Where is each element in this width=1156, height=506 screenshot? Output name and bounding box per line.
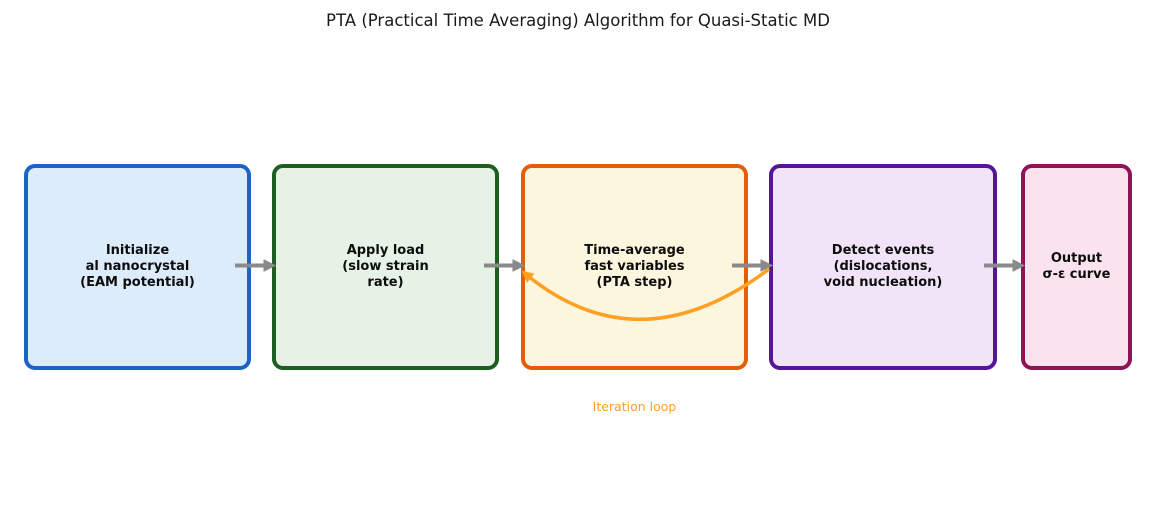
node-time-average: Time-average fast variables (PTA step) bbox=[521, 164, 748, 370]
node-output-label: Output σ-ε curve bbox=[1042, 251, 1111, 282]
node-detect-events: Detect events (dislocations, void nuclea… bbox=[769, 164, 997, 370]
diagram-title: PTA (Practical Time Averaging) Algorithm… bbox=[326, 11, 830, 30]
node-initialize: Initialize al nanocrystal (EAM potential… bbox=[24, 164, 251, 370]
iteration-loop-label: Iteration loop bbox=[592, 399, 677, 414]
node-apply-load: Apply load (slow strain rate) bbox=[272, 164, 499, 370]
node-initialize-label: Initialize al nanocrystal (EAM potential… bbox=[80, 243, 195, 290]
node-apply-load-label: Apply load (slow strain rate) bbox=[342, 243, 429, 290]
node-output: Output σ-ε curve bbox=[1021, 164, 1132, 370]
node-time-average-label: Time-average fast variables (PTA step) bbox=[584, 243, 685, 290]
node-detect-events-label: Detect events (dislocations, void nuclea… bbox=[823, 243, 943, 290]
